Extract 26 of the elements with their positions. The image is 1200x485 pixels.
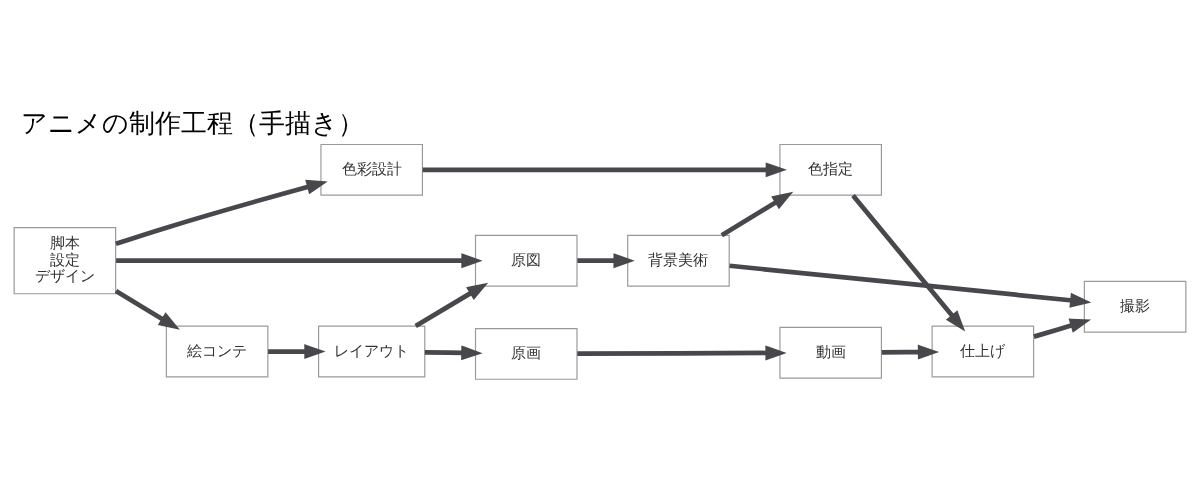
node-box: 原図 xyxy=(474,234,578,287)
node-box: 原画 xyxy=(474,327,578,380)
arrow xyxy=(729,262,1092,308)
arrow xyxy=(268,343,326,359)
arrow xyxy=(116,252,483,268)
node-box: 撮影 xyxy=(1083,280,1187,333)
arrow xyxy=(851,193,966,332)
node-box: 動画 xyxy=(779,326,882,379)
arrow xyxy=(720,191,794,237)
node-box: 色彩設計 xyxy=(320,143,423,196)
node-box: 仕上げ xyxy=(931,325,1035,377)
node-box: レイアウト xyxy=(318,325,426,377)
arrow xyxy=(577,345,787,360)
arrow xyxy=(577,252,635,268)
arrow xyxy=(114,288,180,330)
arrow xyxy=(414,282,489,328)
node-box: 脚本 設定 デザイン xyxy=(13,226,117,294)
arrow xyxy=(115,179,328,246)
arrow xyxy=(424,344,483,360)
arrow xyxy=(881,344,940,359)
node-box: 絵コンテ xyxy=(165,325,269,377)
arrow xyxy=(1033,318,1092,339)
diagram-title: アニメの制作工程（手描き） xyxy=(21,107,365,138)
arrow xyxy=(422,161,787,177)
node-box: 色指定 xyxy=(779,143,882,196)
node-box: 背景美術 xyxy=(627,234,730,287)
